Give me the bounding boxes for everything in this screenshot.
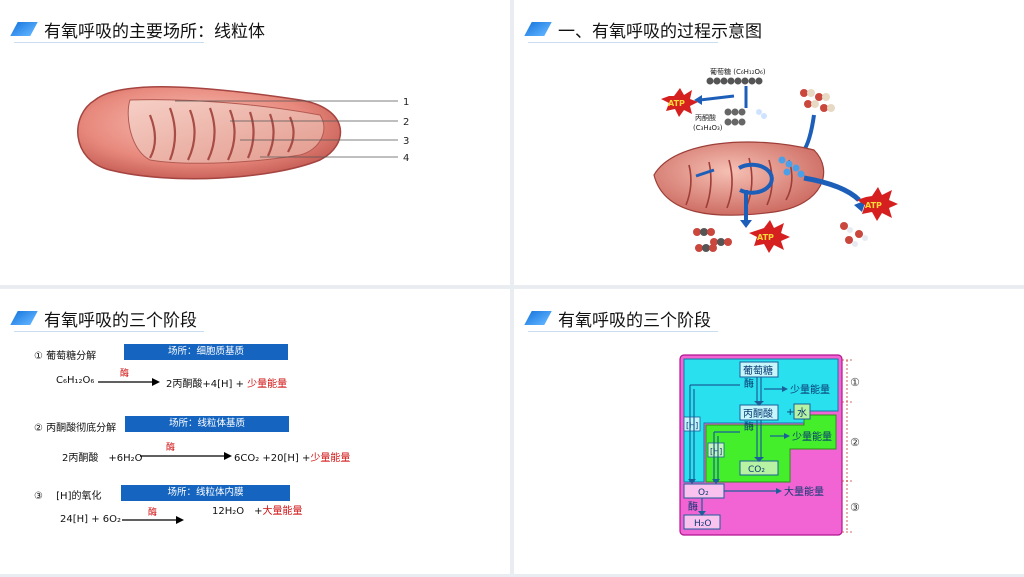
- flow-arrows: [689, 377, 784, 513]
- stage-mark-3: ③: [850, 501, 860, 514]
- stage-1-reactant: C₆H₁₂O₆: [56, 375, 95, 386]
- stage-3-reactant: 24[H] + 6O₂: [60, 514, 122, 525]
- callout-1: 1: [403, 97, 409, 108]
- stage-mark-2: ②: [850, 436, 860, 449]
- slide-mitochondrion-site: 有氧呼吸的主要场所：线粒体: [0, 0, 510, 285]
- stage-3-name: ③ [H]的氧化: [34, 491, 102, 502]
- respiration-process-illustration: 葡萄糖 (C₆H₁₂O₆) ATP 丙酮酸 (C₃H₄O₃): [653, 67, 898, 253]
- h-label-2: [H]: [710, 447, 722, 456]
- glucose-box: [739, 361, 779, 378]
- energy-large: 大量能量: [784, 485, 824, 498]
- slide-title: 有氧呼吸的三个阶段: [558, 310, 711, 331]
- stage-3-arrow: [122, 516, 184, 524]
- energy-small-2: 少量能量: [792, 430, 832, 443]
- h2o-text: H₂O: [694, 519, 711, 529]
- stage-1-product: 2丙酮酸+4[H] + 少量能量: [166, 379, 288, 390]
- title-underline: [14, 42, 204, 43]
- slide-title-bar: 有氧呼吸的三个阶段: [10, 307, 197, 331]
- callout-2: 2: [403, 117, 409, 128]
- co2-text: CO₂: [748, 465, 765, 475]
- stage-2-name: ② 丙酮酸彻底分解: [34, 423, 117, 434]
- slide-title-bar: 有氧呼吸的三个阶段: [524, 307, 711, 331]
- stage-3-location: 场所：线粒体内膜: [121, 485, 290, 501]
- pyruvate-formula: (C₃H₄O₃): [693, 124, 723, 132]
- glucose-text: 葡萄糖: [743, 364, 773, 377]
- atp-burst-right: ATP: [857, 187, 898, 221]
- stage-flowchart: 葡萄糖 酶 丙酮酸 + 水 酶 CO₂ O₂ 酶 H₂O [H] [H]: [679, 354, 860, 536]
- stage-1-location: 场所：细胞质基质: [124, 344, 288, 360]
- atp-label-top: ATP: [668, 99, 685, 108]
- pyruvate-text: 丙酮酸: [743, 407, 773, 420]
- water-box: [793, 403, 811, 420]
- title-underline: [528, 331, 718, 332]
- slide-title: 有氧呼吸的三个阶段: [44, 310, 197, 331]
- plus-sign: +: [786, 407, 794, 418]
- slide-process-diagram: 一、有氧呼吸的过程示意图 葡萄糖 (C₆H₁₂O₆) ATP 丙酮酸 (C₃H₄…: [514, 0, 1024, 285]
- stage-1-name: ① 葡萄糖分解: [34, 351, 97, 362]
- stage-3-product: 12H₂O +大量能量: [212, 506, 303, 517]
- callout-4: 4: [403, 153, 409, 164]
- enzyme-3: 酶: [688, 500, 698, 513]
- hydrogen-cluster: [778, 156, 805, 178]
- stage-brackets: [842, 359, 854, 533]
- slide-three-stages-equations: 有氧呼吸的三个阶段 ① 葡萄糖分解 场所：细胞质基质 酶 C₆H₁₂O₆ 2丙酮…: [0, 289, 510, 574]
- arrow-heads: [688, 386, 790, 516]
- pyruvate-label: 丙酮酸: [695, 113, 716, 122]
- water-text: 水: [797, 407, 807, 419]
- h-label-1: [H]: [686, 421, 698, 430]
- title-underline: [14, 331, 204, 332]
- stage-2-product: 6CO₂ +20[H] +少量能量: [234, 453, 351, 464]
- glucose-label: 葡萄糖 (C₆H₁₂O₆): [710, 67, 766, 76]
- slide-title-bar: 有氧呼吸的主要场所：线粒体: [10, 18, 265, 42]
- glucose-chain: [706, 77, 763, 85]
- slide-title: 有氧呼吸的主要场所：线粒体: [44, 21, 265, 42]
- water-molecules: [840, 222, 868, 247]
- atp-label-right: ATP: [865, 201, 882, 210]
- slide-title: 一、有氧呼吸的过程示意图: [558, 21, 762, 42]
- title-underline: [528, 42, 718, 43]
- title-accent-icon: [10, 311, 38, 325]
- mitochondrion-illustration: 1 2 3 4: [77, 86, 409, 180]
- atp-burst-bottom: ATP: [749, 220, 790, 253]
- stage-mark-1: ①: [850, 376, 860, 389]
- callout-3: 3: [403, 136, 409, 147]
- o2-text: O₂: [698, 488, 709, 498]
- stage-2-reactant: 2丙酮酸 +6H₂O: [62, 453, 143, 464]
- enzyme-1: 酶: [744, 377, 754, 390]
- co2-molecules: [693, 228, 732, 252]
- energy-small-1: 少量能量: [790, 383, 830, 396]
- stage-1-enzyme: 酶: [120, 369, 130, 379]
- atp-label-bottom: ATP: [757, 233, 774, 242]
- h-box-1: [683, 416, 701, 432]
- pyruvate-molecules: [724, 108, 767, 126]
- stage-1-arrow: [98, 378, 160, 386]
- enzyme-2: 酶: [744, 420, 754, 433]
- stage-3-enzyme: 酶: [148, 508, 158, 518]
- stage-2-arrow: [140, 452, 232, 460]
- slide-title-bar: 一、有氧呼吸的过程示意图: [524, 18, 762, 42]
- slide-three-stages-flowchart: 有氧呼吸的三个阶段 葡萄糖 酶 丙酮酸 + 水 酶 CO₂ O₂ 酶 H₂O […: [514, 289, 1024, 574]
- stage-2-enzyme: 酶: [166, 443, 176, 453]
- atp-burst-top: ATP: [661, 88, 698, 117]
- h-box-2: [707, 442, 725, 458]
- oxygen-molecules: [800, 89, 835, 112]
- stage-2-location: 场所：线粒体基质: [125, 416, 289, 432]
